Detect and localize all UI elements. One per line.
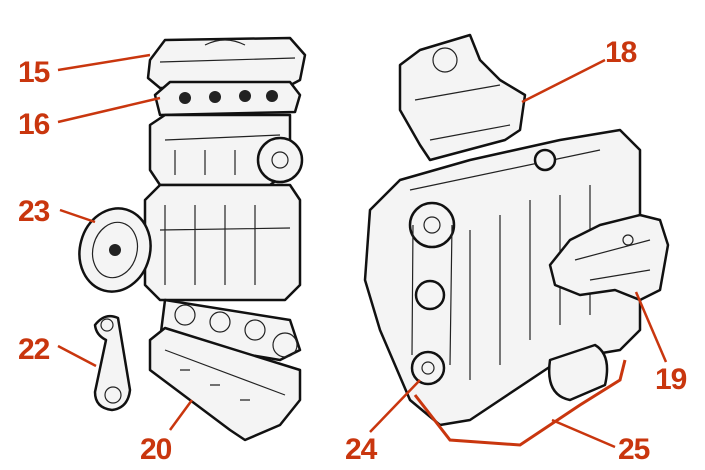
leader-15 xyxy=(57,53,151,72)
leader-16 xyxy=(57,96,161,124)
callout-16: 16 xyxy=(18,108,50,141)
leader-25 xyxy=(551,418,616,449)
crankshaft-pulley xyxy=(410,350,446,386)
timing-cover xyxy=(398,33,527,162)
flywheel xyxy=(78,207,152,293)
callout-22: 22 xyxy=(18,333,50,366)
callout-23: 23 xyxy=(18,195,50,228)
connecting-rod xyxy=(93,314,132,412)
callout-24: 24 xyxy=(345,433,377,466)
oil-sump-frame xyxy=(148,326,302,442)
cylinder-head-cover xyxy=(146,36,307,90)
rocker-assembly xyxy=(153,80,302,117)
leader-18 xyxy=(521,58,606,104)
leader-19 xyxy=(634,291,668,363)
leader-24 xyxy=(369,379,421,433)
callout-18: 18 xyxy=(605,36,637,69)
exhaust-manifold xyxy=(548,213,670,302)
oil-pan-highlight xyxy=(413,359,627,447)
leader-22 xyxy=(57,344,97,368)
leader-20 xyxy=(168,399,194,431)
callout-25: 25 xyxy=(618,433,650,466)
assembled-engine xyxy=(363,128,642,427)
callout-20: 20 xyxy=(140,433,172,466)
callout-19: 19 xyxy=(655,363,687,396)
oil-filter xyxy=(547,343,609,402)
callout-15: 15 xyxy=(18,56,50,89)
cylinder-head xyxy=(148,113,304,187)
leader-23 xyxy=(59,208,96,224)
engine-block xyxy=(143,183,302,302)
